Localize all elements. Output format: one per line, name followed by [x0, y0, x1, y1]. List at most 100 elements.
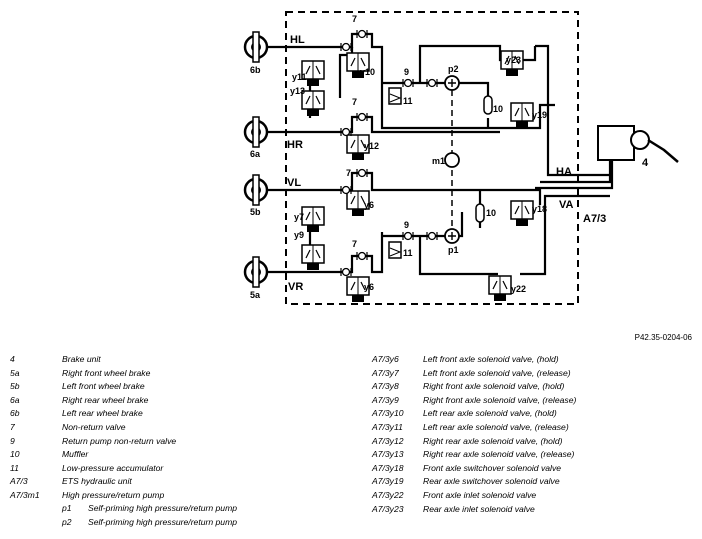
legend-description: Rear axle inlet solenoid valve: [423, 503, 535, 514]
document-reference: P42.35-0204-06: [634, 333, 692, 342]
legend-description: Left rear wheel brake: [62, 408, 143, 419]
label-6a: 6a: [250, 149, 261, 159]
label-7-vr: 7: [352, 239, 357, 249]
label-hl: HL: [290, 34, 305, 46]
legend-code: A7/3y7: [372, 367, 399, 378]
label-y7: y7: [294, 212, 304, 222]
legend-description: Left rear axle solenoid valve, (hold): [423, 408, 557, 419]
label-5b: 5b: [250, 207, 261, 217]
legend-code: 5a: [10, 367, 20, 378]
legend-description: Rear axle switchover solenoid valve: [423, 476, 560, 487]
valve-y13: [301, 90, 325, 117]
label-10-bottom: 10: [486, 208, 496, 218]
accumulator-11-bottom: [388, 241, 402, 259]
legend-code: p1: [62, 503, 72, 513]
legend-code: A7/3y10: [372, 408, 404, 419]
pump-p2: [444, 75, 460, 91]
legend-code: 4: [10, 354, 15, 364]
legend-description: Right rear axle solenoid valve, (hold): [423, 435, 563, 446]
muffler-10-bottom: [475, 203, 485, 223]
label-m1: m1: [432, 156, 445, 166]
legend-code: A7/3y23: [372, 503, 404, 514]
check-valve-7-hl: [356, 29, 368, 39]
legend-code: A7/3y9: [372, 394, 399, 405]
label-9-top: 9: [404, 67, 409, 77]
legend-description: Self-priming high pressure/return pump: [88, 503, 238, 513]
check-valve-vr: [340, 267, 352, 277]
label-y8: y6: [364, 282, 374, 292]
legend-code: A7/3y6: [372, 354, 399, 364]
label-6b: 6b: [250, 65, 261, 75]
legend-description: Right front axle solenoid valve, (releas…: [423, 394, 577, 405]
legend-code: A7/3m1: [10, 490, 40, 500]
label-y6: y6: [364, 200, 374, 210]
legend-code: 5b: [10, 381, 20, 392]
legend-code: A7/3y18: [372, 462, 404, 473]
label-a7-3: A7/3: [583, 213, 606, 225]
legend-code: 11: [10, 462, 19, 473]
label-9-bottom: 9: [404, 220, 409, 230]
label-y23: y23: [506, 55, 521, 65]
legend-description: Non-return valve: [62, 422, 126, 432]
legend-description: Front axle inlet solenoid valve: [423, 490, 537, 500]
valve-y7: [301, 206, 325, 233]
legend-code: A7/3y13: [372, 449, 404, 460]
ets-unit-border: [285, 11, 579, 305]
legend-description: Right front wheel brake: [62, 367, 151, 378]
label-y12: y12: [364, 141, 379, 151]
accumulator-11-top: [388, 87, 402, 105]
wheel-brake-5b: [243, 173, 269, 207]
legend-description: Left front axle solenoid valve, (hold): [423, 354, 559, 364]
legend-description: Right rear axle solenoid valve, (release…: [423, 449, 575, 460]
valve-y19: [510, 102, 534, 129]
legend-code: A7/3y22: [372, 490, 404, 500]
label-vr: VR: [288, 281, 303, 293]
label-vl: VL: [287, 177, 301, 189]
legend-description: Left rear axle solenoid valve, (release): [423, 422, 569, 432]
label-y11: y11: [292, 72, 307, 82]
legend-description: Front axle switchover solenoid valve: [423, 462, 562, 473]
label-11-top: 11: [403, 96, 413, 106]
label-7-hl: 7: [352, 14, 357, 24]
legend-description: Return pump non-return valve: [62, 435, 177, 446]
legend-description: Low-pressure accumulator: [62, 462, 164, 473]
legend-description: Brake unit: [62, 354, 101, 364]
label-10-top: 10: [493, 104, 503, 114]
muffler-10-top: [483, 95, 493, 115]
check-valve-7-vr: [356, 251, 368, 261]
label-hr: HR: [287, 139, 303, 151]
label-va: VA: [559, 199, 574, 211]
label-y18: y18: [532, 204, 547, 214]
hydraulic-schematic: HL HR VL VR HA VA A7/3 6b 6a 5b 5a 4 y10…: [243, 11, 679, 305]
legend-description: Muffler: [62, 449, 89, 460]
legend-code: 6a: [10, 394, 20, 405]
legend-description: High pressure/return pump: [62, 490, 165, 500]
legend-description: Self-priming high pressure/return pump: [88, 516, 238, 527]
label-4: 4: [642, 157, 649, 169]
valve-y9: [301, 244, 325, 271]
legend-code: 7: [10, 422, 15, 432]
legend-code: A7/3y8: [372, 381, 399, 392]
check-valve-9-bottom: [402, 231, 414, 241]
label-ha: HA: [556, 166, 572, 178]
motor-m1: [444, 90, 460, 229]
check-valve-bottom-2: [426, 231, 438, 241]
legend-code: A7/3y12: [372, 435, 404, 446]
pump-p1: [444, 228, 460, 244]
label-y9: y9: [294, 230, 304, 240]
wheel-brake-5a: [243, 255, 269, 289]
legend-code: 9: [10, 435, 15, 446]
legend-description: Right front axle solenoid valve, (hold): [423, 381, 565, 392]
label-11-bottom: 11: [403, 248, 413, 258]
legend-description: Left front wheel brake: [62, 381, 145, 392]
label-p2: p2: [448, 64, 459, 74]
label-y10: y10: [360, 67, 375, 77]
wheel-brake-6b: [243, 30, 269, 64]
label-y13: y13: [290, 86, 305, 96]
brake-unit-4: [597, 125, 679, 163]
legend-code: A7/3y19: [372, 476, 404, 487]
check-valve-hl: [340, 42, 352, 52]
legend-code: A7/3: [10, 476, 28, 487]
label-5a: 5a: [250, 290, 261, 300]
